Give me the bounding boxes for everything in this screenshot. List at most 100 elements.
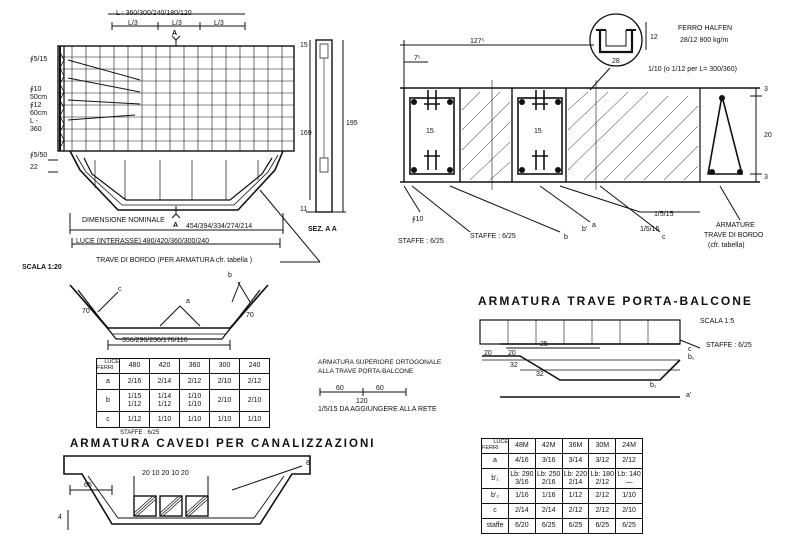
table-cell: 6/25 xyxy=(615,518,643,534)
armature-label: ARMATURE xyxy=(716,222,755,229)
dim-label: 25 xyxy=(540,341,548,348)
bar-label: b xyxy=(564,234,568,241)
luce-label: LUCE (INTERASSE) 480/420/360/300/240 xyxy=(76,238,210,245)
table-header: 30M xyxy=(588,438,617,454)
bar-label: b₂ xyxy=(650,382,657,389)
armatura-superiore-line1: ARMATURA SUPERIORE ORTOGONALE xyxy=(318,359,442,366)
staffe-label: STAFFE : 6/25 xyxy=(470,233,516,240)
row-label: c xyxy=(96,411,120,428)
trave-bordo-label: TRAVE DI BORDO (PER ARMATURA cfr. tabell… xyxy=(96,257,253,264)
dim-label: 15 xyxy=(534,128,542,135)
dim-label: 22 xyxy=(30,164,38,171)
dim-label: 70 xyxy=(246,312,254,319)
row-label: staffe xyxy=(481,518,509,534)
table-cell: 1/10 xyxy=(149,411,180,428)
dim-nominale-values: 454/394/334/274/214 xyxy=(186,223,253,230)
table-cell: 1/16 xyxy=(508,488,536,504)
table-cell: 1/12 xyxy=(561,488,590,504)
table-cell: 1/10 1/10 xyxy=(179,389,210,412)
bar-label: b' xyxy=(582,226,588,233)
row-label: b'₂ xyxy=(481,488,509,504)
bottom-dims-label: 356/296/236/176/116 xyxy=(122,337,188,344)
table-cell: 2/10 xyxy=(209,389,240,412)
dim-label: 20 xyxy=(764,132,772,139)
slab-plan xyxy=(48,13,321,263)
porta-balcone-beam xyxy=(479,319,701,398)
table-cell: 1/15 1/12 xyxy=(119,389,150,412)
table-cell: 6/20 xyxy=(508,518,536,534)
row-label: a xyxy=(96,373,120,390)
row-label: c xyxy=(481,503,509,519)
cavedi-title: ARMATURA CAVEDI PER CANALIZZAZIONI xyxy=(70,438,376,450)
dim-nominale-label: DIMENSIONE NOMINALE xyxy=(82,217,165,224)
row-label: a xyxy=(481,453,509,469)
staffe-label: STAFFE : 6/25 xyxy=(706,342,752,349)
dim-label: 8 xyxy=(306,460,310,467)
table-cell: 2/14 xyxy=(149,373,180,390)
dim-label: 60 xyxy=(376,385,384,392)
table-header: 24M xyxy=(615,438,643,454)
table-cell: Lb: 290 3/16 xyxy=(508,468,536,489)
table-header: 480 xyxy=(119,358,150,374)
bar-label: a' xyxy=(686,392,692,399)
scala-label: SCALA 1:5 xyxy=(700,318,735,325)
table-header: 240 xyxy=(239,358,270,374)
table-cell: 1/16 xyxy=(534,488,563,504)
bar-note-label: 1/10 (o 1/12 per L= 300/360) xyxy=(648,66,737,73)
l3-label: L/3 xyxy=(214,20,224,27)
table-cell: 3/14 xyxy=(561,453,590,469)
bar-label: 360 xyxy=(30,126,42,133)
table-row: c 1/12 1/10 1/10 1/10 1/10 xyxy=(96,411,270,428)
table-cell: 1/14 1/12 xyxy=(149,389,180,412)
bar-label: ∮12 xyxy=(30,102,42,109)
bar-label: a xyxy=(592,222,596,229)
armatura-superiore-dims xyxy=(319,388,407,396)
table-cell: 2/12 xyxy=(179,373,210,390)
section-aa xyxy=(306,39,346,213)
table-row: b'₁ Lb: 290 3/16 Lb: 250 2/16 Lb: 220 2/… xyxy=(481,468,643,489)
table-cell: 6/25 xyxy=(561,518,590,534)
table-cell: 2/12 xyxy=(588,503,617,519)
table-row: a 4/16 3/16 3/14 3/12 2/12 xyxy=(481,453,643,469)
dim-label: 11 xyxy=(300,206,308,213)
table-cell: 2/16 xyxy=(119,373,150,390)
table-header: 300 xyxy=(209,358,240,374)
dim-label: 15 xyxy=(300,42,308,49)
bar-bending-diagram xyxy=(69,281,269,350)
staffe-label: STAFFE : 6/25 xyxy=(120,430,160,436)
table-cell: 2/10 xyxy=(239,389,270,412)
table-cell: 1/10 xyxy=(209,411,240,428)
dim-label: 7⁵ xyxy=(414,55,421,62)
dim-label: 32 xyxy=(536,371,544,378)
dim-label: 127⁵ xyxy=(470,38,485,45)
table-cell: 1/10 xyxy=(615,488,643,504)
table-cell: 3/12 xyxy=(588,453,617,469)
table-cell: Lb: 180 2/12 xyxy=(588,468,617,489)
bar-label: ∮5/50 xyxy=(30,152,48,159)
table-header: 420 xyxy=(149,358,180,374)
table-cell: Lb: 220 2/14 xyxy=(561,468,590,489)
table-cell: 1/10 xyxy=(239,411,270,428)
table-cell: 2/12 xyxy=(588,488,617,504)
table-corner: LUCE FERRI xyxy=(481,438,509,454)
table-row: staffe 6/20 6/25 6/25 6/25 6/25 xyxy=(481,518,643,534)
dim-label: 3 xyxy=(764,174,768,181)
section-marker: A xyxy=(173,222,179,229)
dim-label: 4 xyxy=(58,514,62,521)
dim-label: 70 xyxy=(82,308,90,315)
table-cell: 6/25 xyxy=(534,518,563,534)
table-corner: LUCE FERRI xyxy=(96,358,120,374)
cfr-tabella-label: (cfr. tabella) xyxy=(708,242,745,249)
dim-label: 3 xyxy=(764,86,768,93)
table-row: a 2/16 2/14 2/12 2/10 2/12 xyxy=(96,373,270,390)
bar-label: 1/5/15 xyxy=(654,211,674,218)
dim-label: 50cm xyxy=(30,94,48,101)
cavedi-drawing xyxy=(63,455,311,530)
dim-label: 20 xyxy=(508,350,516,357)
span-label: L : 360/300/240/180/120 xyxy=(116,10,192,17)
sez-aa-label: SEZ. A A xyxy=(308,226,337,233)
table-cell: 2/12 xyxy=(561,503,590,519)
table-cell: 1/10 xyxy=(179,411,210,428)
dim-label: 60cm xyxy=(30,110,48,117)
